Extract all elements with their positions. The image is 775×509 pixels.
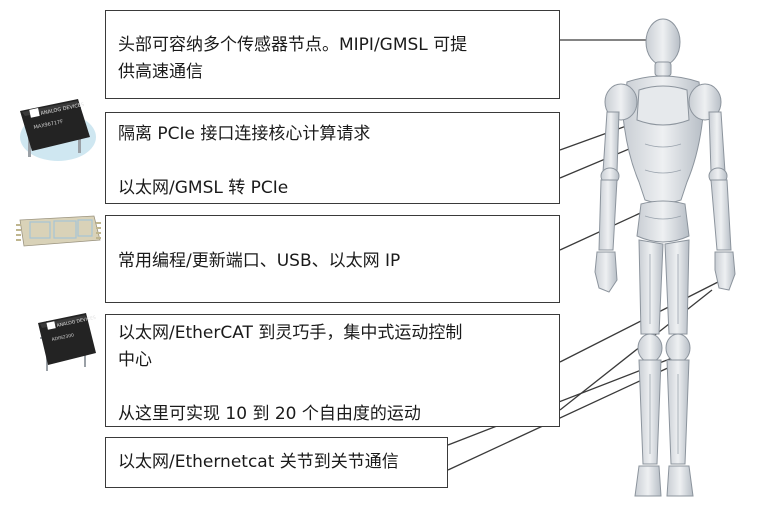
callout-hand-line-3: 从这里可实现 10 到 20 个自由度的运动 <box>118 404 421 424</box>
robot-left-thigh <box>638 239 664 335</box>
robot-right-upper-arm <box>708 111 726 173</box>
callout-knee-line-1: 以太网/Ethernetcat 关节到关节通信 <box>118 452 399 472</box>
robot-right-knee <box>665 333 691 363</box>
callout-waist-line-1: 常用编程/更新端口、USB、以太网 IP <box>118 251 401 271</box>
robot-pelvis <box>636 200 690 243</box>
chip-image-2 <box>14 212 102 250</box>
robot-right-hand <box>714 251 736 291</box>
chip-image-3: ANALOG DEVICES ADIN2300 <box>32 307 100 377</box>
robot-neck <box>654 61 672 77</box>
robot-left-foot <box>634 465 662 497</box>
robot-right-shoulder <box>688 83 722 121</box>
callout-head: 头部可容纳多个传感器节点。MIPI/GMSL 可提 供高速通信 <box>105 10 560 99</box>
callout-knee: 以太网/Ethernetcat 关节到关节通信 <box>105 437 448 488</box>
chip-3-part: ADIN2300 <box>51 332 75 343</box>
callout-hand-line-2: 中心 <box>118 350 152 370</box>
callout-hand: 以太网/EtherCAT 到灵巧手，集中式运动控制 中心 从这里可实现 10 到… <box>105 314 560 427</box>
callout-hand-line-1: 以太网/EtherCAT 到灵巧手，集中式运动控制 <box>118 323 463 343</box>
robot-right-foot <box>666 465 694 497</box>
robot-left-upper-arm <box>602 111 620 173</box>
callout-chest: 隔离 PCIe 接口连接核心计算请求 以太网/GMSL 转 PCIe <box>105 112 560 204</box>
robot-right-forearm <box>710 179 732 251</box>
robot-left-forearm <box>598 179 618 251</box>
robot-left-hand <box>594 251 618 293</box>
robot-right-thigh <box>664 239 690 335</box>
callout-head-line-2: 供高速通信 <box>118 62 203 82</box>
callout-head-line-1: 头部可容纳多个传感器节点。MIPI/GMSL 可提 <box>118 35 468 55</box>
callout-waist: 常用编程/更新端口、USB、以太网 IP <box>105 215 560 303</box>
robot-left-knee <box>637 333 663 363</box>
callout-chest-line-2: 以太网/GMSL 转 PCIe <box>118 178 289 198</box>
humanoid-robot-illustration <box>594 18 736 497</box>
robot-left-shoulder <box>604 83 638 121</box>
callout-chest-line-1: 隔离 PCIe 接口连接核心计算请求 <box>118 124 371 144</box>
chip-image-1: ANALOG DEVICES MAX96717F <box>8 93 98 163</box>
robot-head <box>645 18 681 66</box>
